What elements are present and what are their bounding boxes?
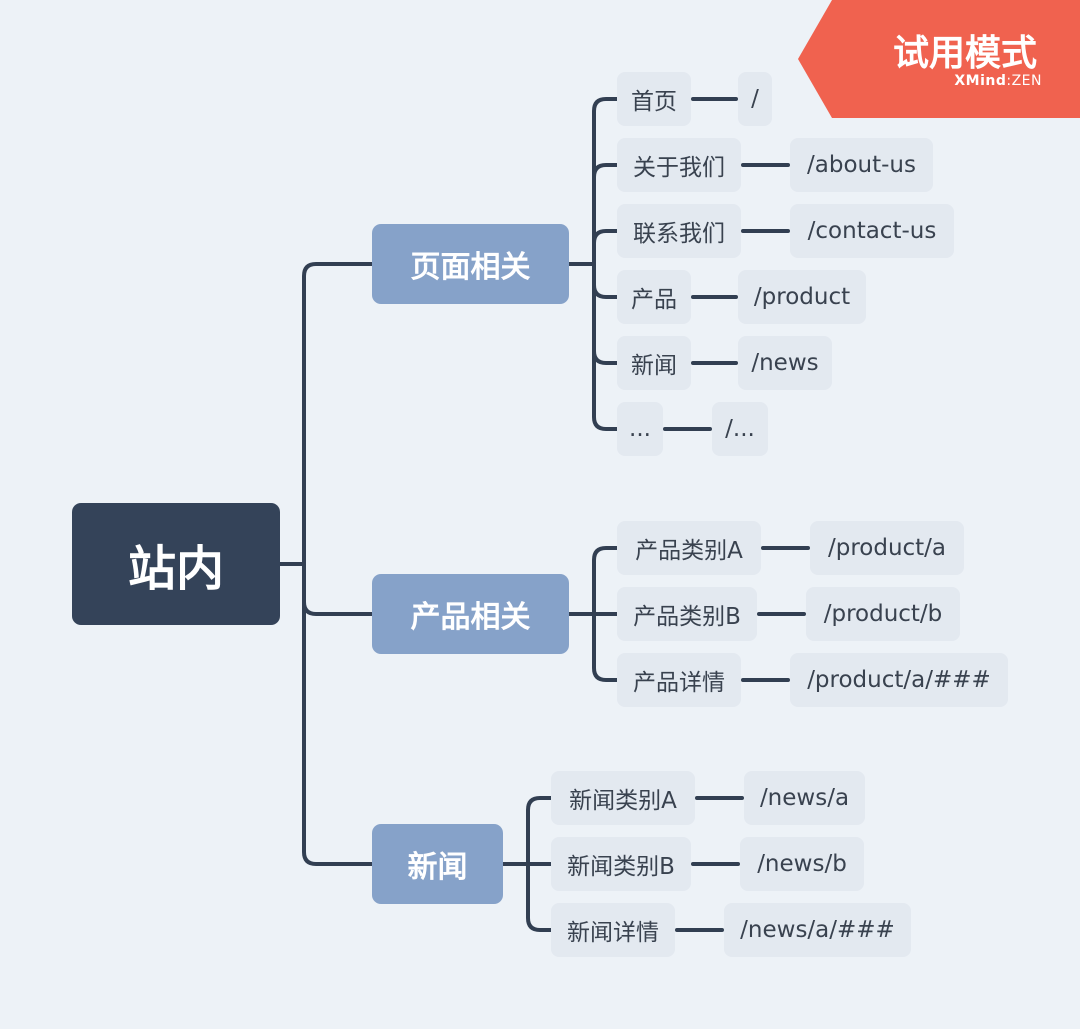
topic-url[interactable]: /product/b <box>806 587 960 641</box>
branch-1-child-2 <box>592 612 619 682</box>
topic-url[interactable]: /product/a/### <box>790 653 1008 707</box>
branch-0-child-4 <box>592 262 619 365</box>
topic-label[interactable]: 新闻 <box>617 336 691 390</box>
topic-url[interactable]: /news/a <box>744 771 865 825</box>
topic-url[interactable]: /about-us <box>790 138 933 192</box>
branch-0-child-1 <box>592 163 619 266</box>
topic-url[interactable]: /news/b <box>740 837 864 891</box>
topic-label[interactable]: 联系我们 <box>617 204 741 258</box>
topic-label[interactable]: 新闻详情 <box>551 903 675 957</box>
connector-to-branch-2 <box>302 562 374 866</box>
connector-to-branch-0 <box>302 262 374 566</box>
topic-url[interactable]: / <box>738 72 772 126</box>
topic-label[interactable]: 关于我们 <box>617 138 741 192</box>
branch-1-child-0 <box>592 546 619 616</box>
topic-label[interactable]: 产品详情 <box>617 653 741 707</box>
topic-url[interactable]: /news <box>738 336 832 390</box>
branch-product-related[interactable]: 产品相关 <box>372 574 569 654</box>
branch-0-child-2 <box>592 229 619 266</box>
topic-url[interactable]: /... <box>712 402 768 456</box>
branch-news[interactable]: 新闻 <box>372 824 503 904</box>
connector-to-branch-1 <box>302 562 374 616</box>
topic-url[interactable]: /product/a <box>810 521 964 575</box>
branch-0-child-5 <box>592 262 619 431</box>
topic-url[interactable]: /news/a/### <box>724 903 911 957</box>
topic-label[interactable]: 产品类别B <box>617 587 757 641</box>
topic-label[interactable]: 产品类别A <box>617 521 761 575</box>
topic-url[interactable]: /contact-us <box>790 204 954 258</box>
topic-label[interactable]: ... <box>617 402 663 456</box>
root-topic[interactable]: 站内 <box>72 503 280 625</box>
topic-label[interactable]: 新闻类别A <box>551 771 695 825</box>
topic-label[interactable]: 新闻类别B <box>551 837 691 891</box>
topic-label[interactable]: 产品 <box>617 270 691 324</box>
branch-page-related[interactable]: 页面相关 <box>372 224 569 304</box>
branch-0-child-3 <box>592 262 619 299</box>
branch-0-child-0 <box>592 97 619 266</box>
topic-url[interactable]: /product <box>738 270 866 324</box>
branch-2-child-0 <box>526 796 553 866</box>
branch-2-child-2 <box>526 862 553 932</box>
topic-label[interactable]: 首页 <box>617 72 691 126</box>
